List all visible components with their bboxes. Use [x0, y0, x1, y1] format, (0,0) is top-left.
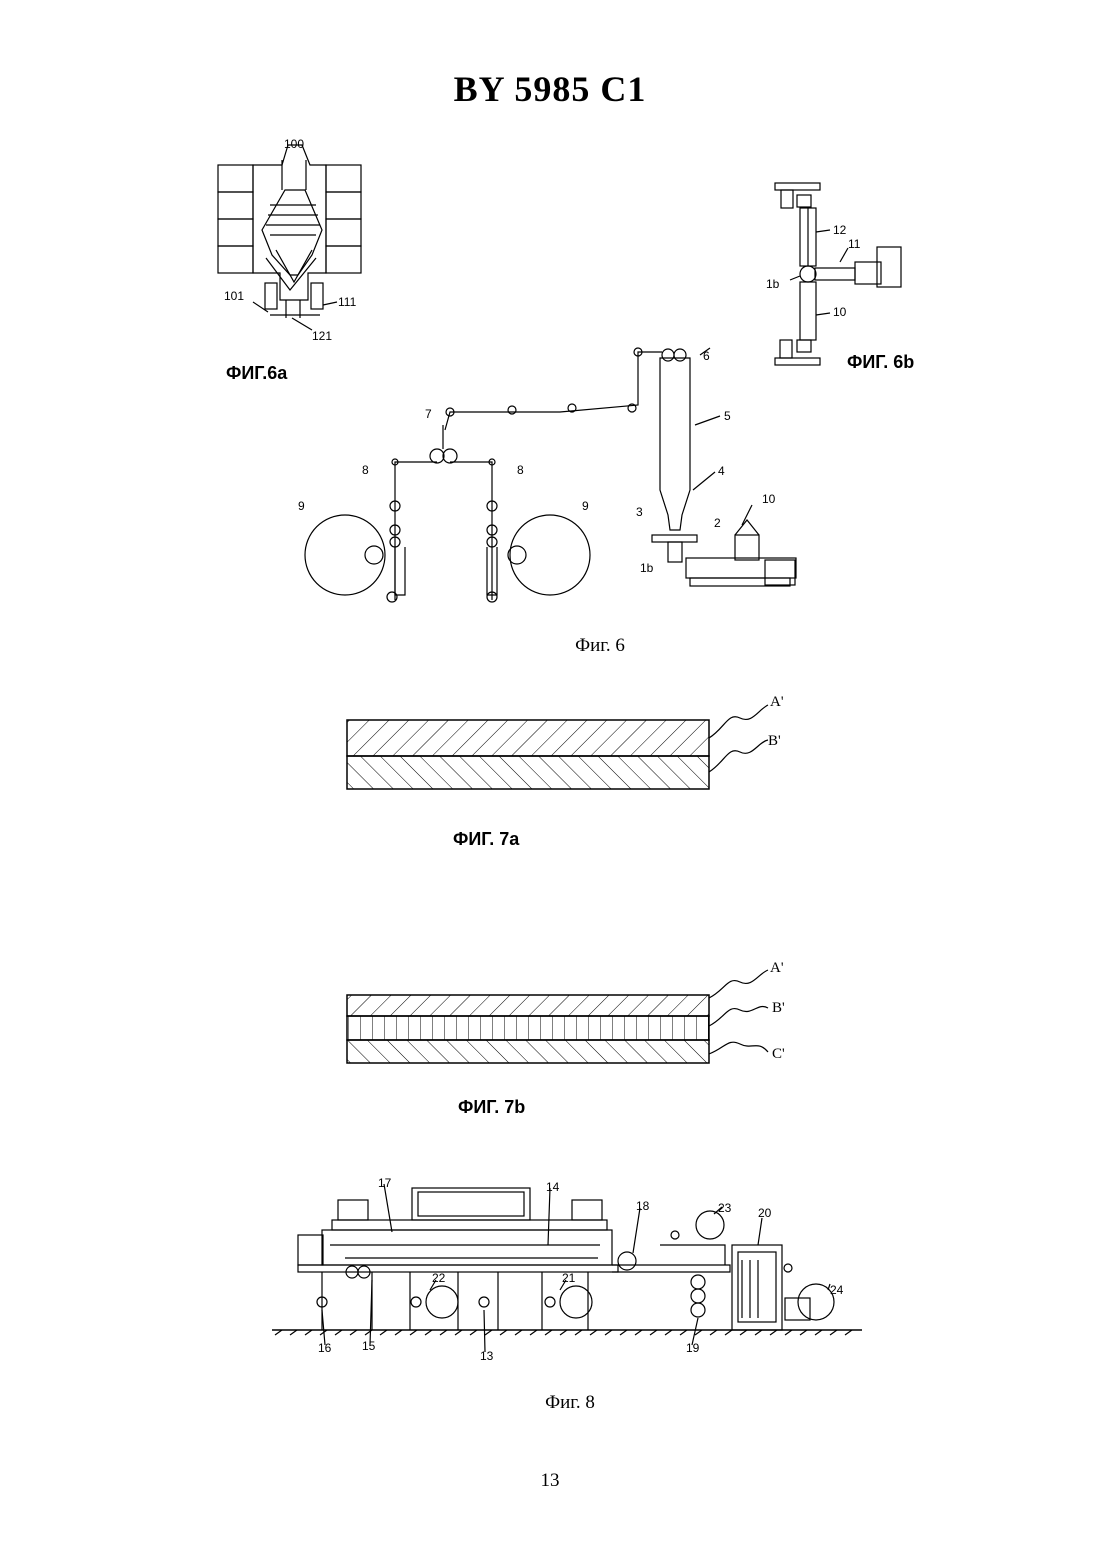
fig6-label-2: 2 [714, 516, 721, 530]
fig6a-label-100: 100 [284, 137, 304, 151]
fig8-label-15: 15 [362, 1339, 376, 1353]
fig6b-label-1b: 1b [766, 277, 780, 291]
fig7b-caption: ФИГ. 7b [458, 1097, 525, 1118]
fig8-label-21: 21 [562, 1271, 576, 1285]
fig8-label-23: 23 [718, 1201, 732, 1215]
fig6-label-6: 6 [703, 349, 710, 363]
fig6-label-9-right: 9 [582, 499, 589, 513]
fig8-label-18: 18 [636, 1199, 650, 1213]
fig6b-label-10: 10 [833, 305, 847, 319]
figure-7a-two-layer [347, 705, 768, 789]
fig6-label-3: 3 [636, 505, 643, 519]
fig6-label-9-left: 9 [298, 499, 305, 513]
figure-6b-assembly [775, 183, 901, 365]
fig7a-label-a: A' [770, 694, 784, 710]
fig7b-label-b: B' [772, 1000, 785, 1016]
fig7b-label-a: A' [770, 960, 784, 976]
fig6-caption: Фиг. 6 [520, 635, 680, 657]
fig8-label-24: 24 [830, 1283, 844, 1297]
fig8-label-14: 14 [546, 1180, 560, 1194]
fig6a-caption: ФИГ.6a [226, 363, 287, 384]
fig6-label-8-left: 8 [362, 463, 369, 477]
fig6b-caption: ФИГ. 6b [847, 352, 914, 373]
fig6b-label-11: 11 [848, 237, 861, 251]
figure-8-stretching-line [272, 1184, 862, 1352]
fig6-label-8-right: 8 [517, 463, 524, 477]
fig6a-label-121: 121 [312, 329, 332, 343]
fig6-label-7: 7 [425, 407, 432, 421]
fig6a-label-111: 111 [338, 295, 357, 309]
fig8-label-19: 19 [686, 1341, 700, 1355]
fig8-label-17: 17 [378, 1176, 392, 1190]
fig7b-label-c: C' [772, 1046, 785, 1062]
fig6-label-4: 4 [718, 464, 725, 478]
figure-7b-three-layer [347, 970, 768, 1063]
fig6-label-1b: 1b [640, 561, 654, 575]
fig6a-label-101: 101 [224, 289, 244, 303]
fig8-label-22: 22 [432, 1271, 446, 1285]
fig8-label-20: 20 [758, 1206, 772, 1220]
fig6b-label-12: 12 [833, 223, 847, 237]
fig7a-label-b: B' [768, 733, 781, 749]
page-number: 13 [0, 1470, 1100, 1492]
fig8-caption: Фиг. 8 [490, 1392, 650, 1414]
fig6-label-10: 10 [762, 492, 776, 506]
fig8-label-13: 13 [480, 1349, 494, 1363]
fig7a-caption: ФИГ. 7a [453, 829, 519, 850]
fig8-label-16: 16 [318, 1341, 332, 1355]
fig6-label-5: 5 [724, 409, 731, 423]
